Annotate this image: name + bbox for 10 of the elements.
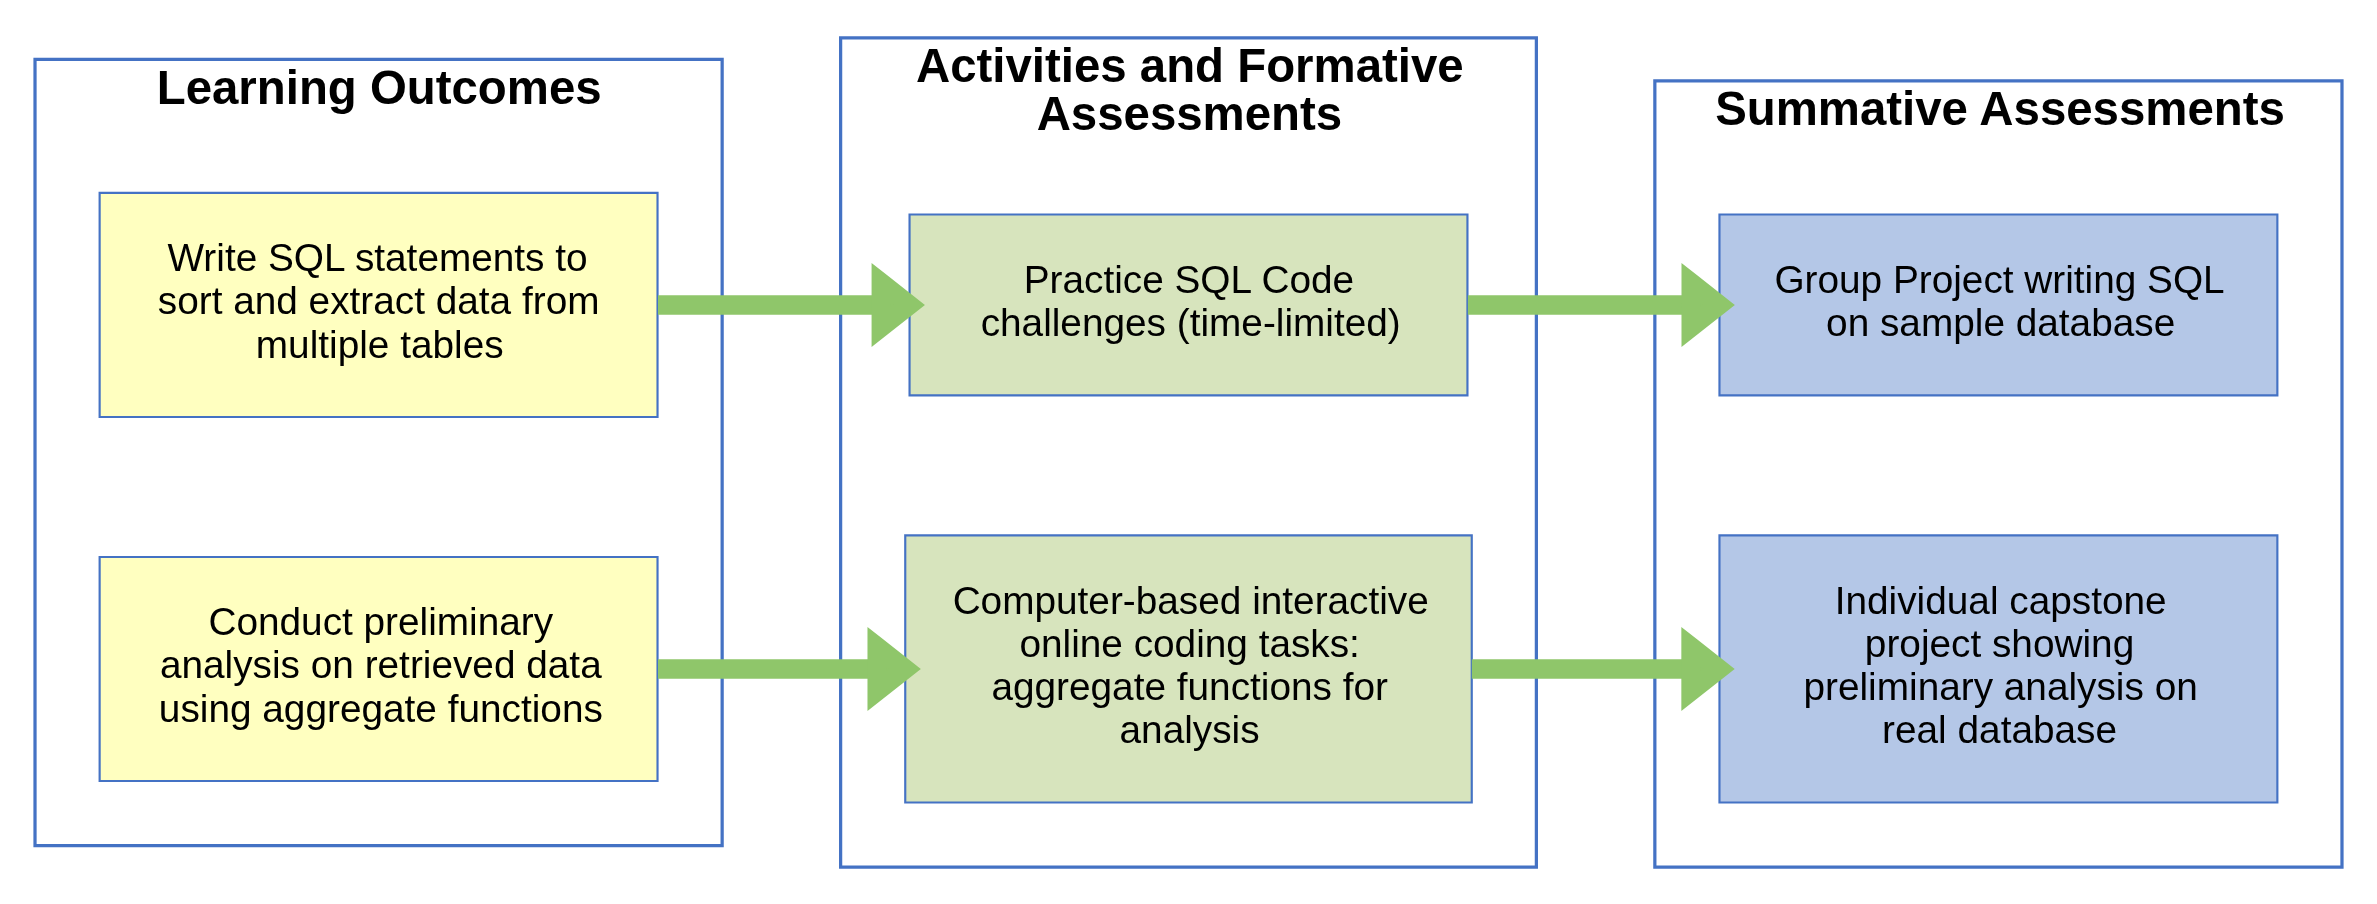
node-box: Conduct preliminary analysis on retrieved data using aggregate functions — [98, 555, 659, 782]
arrow — [1467, 262, 1735, 347]
arrow — [1471, 626, 1735, 711]
arrow — [658, 262, 925, 347]
arrow — [658, 626, 921, 711]
node-box: Individual capstone project showing preliminary analysis on real database — [1718, 533, 2279, 804]
node-box: Write SQL statements to sort and extract data from multiple tables — [98, 191, 659, 418]
node-box: Computer-based interactive online coding tasks: aggregate functions for analysis — [904, 533, 1473, 804]
node-box: Practice SQL Code challenges (time-limited) — [908, 212, 1469, 396]
node-box: Group Project writing SQL on sample database — [1718, 212, 2279, 396]
